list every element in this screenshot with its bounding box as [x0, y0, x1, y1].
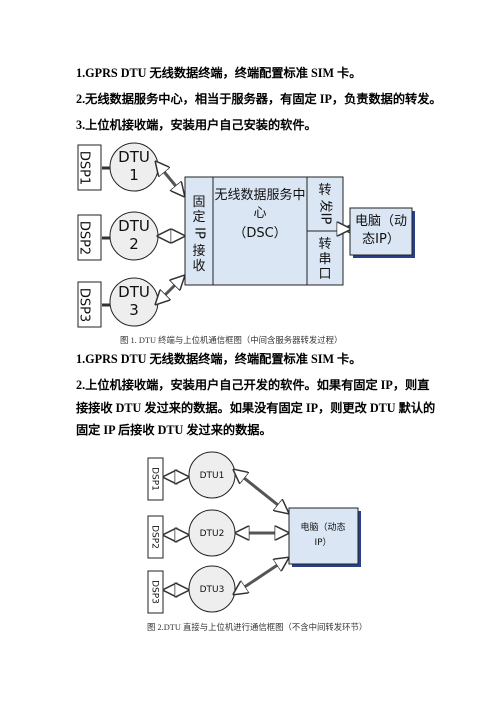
- fig1-dtu3-node: DTU 3: [109, 277, 159, 327]
- fig1-arrow-dtu1-server: [156, 162, 184, 196]
- fig1-dsp3-box: DSP3: [77, 281, 102, 328]
- fig1-fixed-ip-receive: 固 定 IP 接 收: [192, 195, 207, 274]
- svg-text:定: 定: [192, 210, 205, 225]
- fig1-dtu1-line1: DTU: [118, 148, 150, 166]
- fig2-dsp2-box: DSP2: [147, 515, 164, 559]
- fig1-serial-2: 串: [318, 252, 331, 267]
- fig2-pc-box: 电脑（动态 IP）: [288, 507, 361, 567]
- figure-2-caption: 图 2.DTU 直接与上位机进行通信框图（不含中间转发环节）: [147, 623, 368, 632]
- fig1-pc-box: 电脑（动 态IP）: [349, 207, 415, 258]
- svg-text:接: 接: [192, 243, 205, 259]
- fig1-dtu1-node: DTU 1: [109, 142, 159, 192]
- fig1-dsc-line1: 无线数据服务中: [214, 187, 305, 203]
- s2-line-1: 1.GPRS DTU 无线数据终端，终端配置标准 SIM 卡。: [76, 352, 362, 366]
- fig1-arrow-dtu3-server: [156, 276, 184, 304]
- fig2-dsp3-label: DSP3: [150, 580, 160, 604]
- s2-line-2: 2.上位机接收端，安装用户自己开发的软件。如果有固定 IP，则直接接收 DTU …: [76, 378, 436, 437]
- fig1-dtu1-line2: 1: [129, 166, 139, 184]
- fig2-dtu2-node: DTU2: [188, 509, 236, 557]
- svg-text:IP: IP: [192, 227, 207, 239]
- svg-text:固: 固: [192, 195, 205, 210]
- fig1-dsp2-box: DSP2: [77, 214, 102, 261]
- fig1-serial-3: 口: [318, 267, 331, 282]
- fig1-dtu3-line1: DTU: [118, 283, 150, 301]
- fig2-dtu3-node: DTU3: [188, 565, 236, 613]
- fig1-dtu2-line1: DTU: [118, 217, 150, 235]
- fig2-dsp1-box: DSP1: [147, 457, 164, 501]
- fig2-dtu2-label: DTU2: [200, 529, 225, 539]
- fig1-pc-line2: 态IP）: [362, 232, 400, 247]
- figure-1-caption: 图 1. DTU 终端与上位机通信框图（中间含服务器转发过程）: [120, 336, 343, 345]
- fig1-dtu2-node: DTU 2: [109, 211, 159, 261]
- fig1-forward-ip-1: 转: [318, 183, 331, 198]
- fig2-dsp2-label: DSP2: [150, 525, 160, 549]
- fig1-dsp1-box: DSP1: [77, 144, 102, 191]
- fig2-dsp3-box: DSP3: [147, 570, 164, 614]
- fig1-dsp3-label: DSP3: [77, 288, 92, 322]
- fig2-dtu1-node: DTU1: [188, 451, 236, 499]
- fig2-arrow-dtu3-pc: [234, 558, 288, 594]
- fig1-dsc-line2: 心: [253, 206, 266, 221]
- svg-text:收: 收: [192, 259, 205, 274]
- fig2-dtu1-label: DTU1: [200, 471, 225, 481]
- fig1-dsc-line3: （DSC）: [233, 226, 286, 241]
- fig1-dtu3-line2: 3: [129, 301, 139, 319]
- fig1-server-block: 固 定 IP 接 收 无线数据服务中 心 （DSC） 转 发IP 转 串 口: [184, 176, 344, 286]
- fig2-dtu3-label: DTU3: [200, 585, 225, 595]
- fig1-serial-1: 转: [318, 237, 331, 252]
- fig1-dtu2-line2: 2: [129, 235, 139, 253]
- s1-line-3: 3.上位机接收端，安装用户自己安装的软件。: [76, 118, 317, 132]
- s1-line-2: 2.无线数据服务中心，相当于服务器，有固定 IP，负责数据的转发。: [76, 92, 442, 106]
- s1-line-1: 1.GPRS DTU 无线数据终端，终端配置标准 SIM 卡。: [76, 66, 362, 80]
- fig1-pc-line1: 电脑（动: [355, 214, 407, 229]
- fig1-dsp1-label: DSP1: [77, 151, 92, 185]
- fig1-forward-ip-2: 发IP: [318, 200, 334, 225]
- fig2-dsp1-label: DSP1: [150, 467, 160, 491]
- fig2-pc-line1: 电脑（动态: [300, 521, 345, 533]
- fig2-pc-line2: IP）: [314, 537, 331, 548]
- fig2-arrow-dtu1-pc: [234, 470, 288, 513]
- fig1-dsp2-label: DSP2: [77, 221, 92, 255]
